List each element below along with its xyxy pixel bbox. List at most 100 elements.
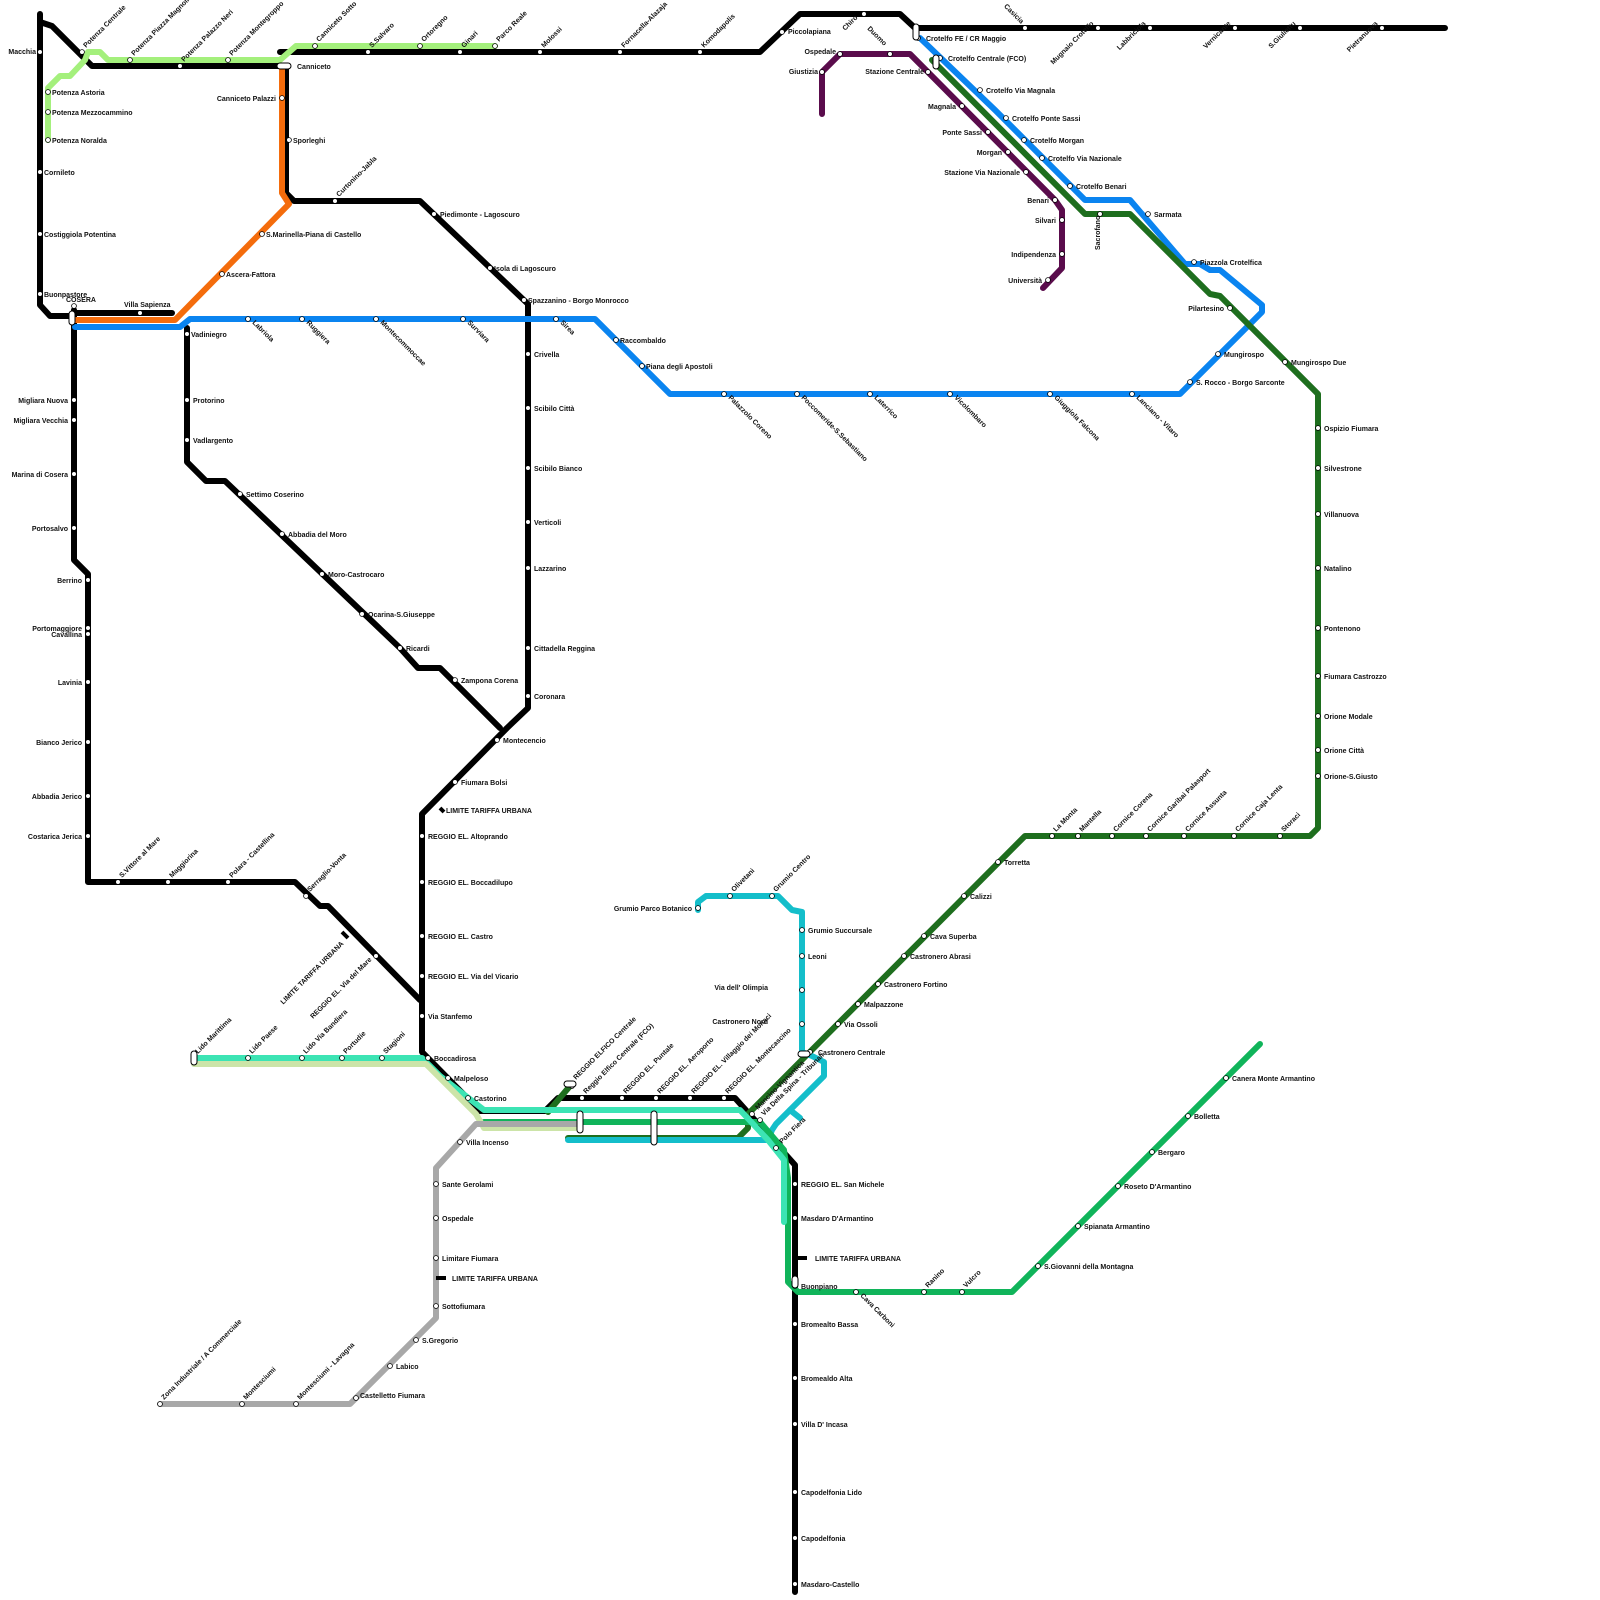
station-dot[interactable] <box>1129 391 1135 397</box>
station-dot[interactable] <box>460 316 466 322</box>
station-dot[interactable] <box>961 893 967 899</box>
station-dot[interactable] <box>445 1075 451 1081</box>
station-label[interactable]: Crotelfo Morgan <box>1030 138 1084 145</box>
station-label[interactable]: Montesciumi - Lavagna <box>296 1342 356 1402</box>
station-label[interactable]: Olivetani <box>730 868 756 894</box>
station-label[interactable]: Scibilo Città <box>534 406 575 413</box>
station-dot[interactable] <box>339 1055 345 1061</box>
station-dot[interactable] <box>45 137 51 143</box>
station-dot[interactable] <box>799 927 805 933</box>
station-label[interactable]: Crotelfo Centrale (FCO) <box>948 56 1026 63</box>
station-label[interactable]: REGGIO EL. Via del Vicario <box>428 974 518 981</box>
station-dot[interactable] <box>219 271 225 277</box>
interchange-marker[interactable] <box>68 310 76 326</box>
station-label[interactable]: Chiro <box>842 14 860 32</box>
station-label[interactable]: Ospedale <box>442 1216 474 1223</box>
station-label[interactable]: Bromealto Bassa <box>801 1322 858 1329</box>
station-label[interactable]: Sacrofano <box>1095 216 1102 250</box>
station-dot[interactable] <box>303 893 309 899</box>
station-dot[interactable] <box>757 1117 763 1123</box>
station-dot[interactable] <box>85 793 91 799</box>
station-label[interactable]: Roseto D'Armantino <box>1124 1184 1191 1191</box>
station-label[interactable]: Silvestrone <box>1324 466 1362 473</box>
station-label[interactable]: Natalino <box>1324 566 1352 573</box>
station-dot[interactable] <box>1315 625 1321 631</box>
station-dot[interactable] <box>452 677 458 683</box>
station-dot[interactable] <box>71 525 77 531</box>
station-dot[interactable] <box>1095 25 1101 31</box>
station-label[interactable]: Sirea <box>559 319 576 336</box>
station-dot[interactable] <box>525 465 531 471</box>
station-dot[interactable] <box>959 103 965 109</box>
station-dot[interactable] <box>1075 1223 1081 1229</box>
station-label[interactable]: Piccolapiana <box>788 29 831 36</box>
station-dot[interactable] <box>419 973 425 979</box>
station-dot[interactable] <box>792 1321 798 1327</box>
station-dot[interactable] <box>452 779 458 785</box>
station-dot[interactable] <box>157 1401 163 1407</box>
station-label[interactable]: Crotelfo Ponte Sassi <box>1012 116 1081 123</box>
station-label[interactable]: Zona Industriale / A Commerciale <box>160 1318 243 1401</box>
station-label[interactable]: Spazzanino - Borgo Monrocco <box>528 298 629 305</box>
station-dot[interactable] <box>985 129 991 135</box>
station-dot[interactable] <box>1023 169 1029 175</box>
station-label[interactable]: S.Vittore al Mare <box>118 836 162 880</box>
station-label[interactable]: Grumio Centro <box>772 854 812 894</box>
station-dot[interactable] <box>727 893 733 899</box>
station-label[interactable]: Orione Modale <box>1324 714 1373 721</box>
station-dot[interactable] <box>835 1021 841 1027</box>
station-dot[interactable] <box>1227 305 1233 311</box>
station-dot[interactable] <box>165 879 171 885</box>
station-dot[interactable] <box>525 693 531 699</box>
station-label[interactable]: Scibilo Bianco <box>534 466 582 473</box>
station-dot[interactable] <box>695 905 701 911</box>
interchange-marker[interactable] <box>650 1110 658 1146</box>
station-label[interactable]: Montecencio <box>503 738 546 745</box>
station-dot[interactable] <box>1315 713 1321 719</box>
station-label[interactable]: Bianco Jerico <box>36 740 82 747</box>
station-dot[interactable] <box>799 953 805 959</box>
station-label[interactable]: Crotelfo Via Nazionale <box>1048 156 1122 163</box>
station-label[interactable]: Giuggiola Falcona <box>1053 394 1101 442</box>
interchange-marker[interactable] <box>797 1050 811 1058</box>
station-dot[interactable] <box>85 625 91 631</box>
station-dot[interactable] <box>901 953 907 959</box>
station-label[interactable]: Mungirospo <box>1224 352 1264 359</box>
station-dot[interactable] <box>184 331 190 337</box>
station-dot[interactable] <box>319 571 325 577</box>
station-dot[interactable] <box>537 49 543 55</box>
station-label[interactable]: Komodapolis <box>700 13 736 49</box>
station-label[interactable]: Cornice Garibai Palasport <box>1146 767 1212 833</box>
station-dot[interactable] <box>1003 115 1009 121</box>
station-dot[interactable] <box>419 879 425 885</box>
station-label[interactable]: Limitare Fiumara <box>442 1256 499 1263</box>
station-label[interactable]: Ricardi <box>406 646 430 653</box>
station-label[interactable]: Bergaro <box>1158 1150 1185 1157</box>
station-label[interactable]: Zampona Corena <box>461 678 518 685</box>
station-dot[interactable] <box>977 87 983 93</box>
station-label[interactable]: Benari <box>1027 198 1049 205</box>
station-dot[interactable] <box>769 893 775 899</box>
station-dot[interactable] <box>487 265 493 271</box>
station-label[interactable]: Sante Gerolami <box>442 1182 493 1189</box>
station-dot[interactable] <box>792 1421 798 1427</box>
station-dot[interactable] <box>71 303 77 309</box>
station-dot[interactable] <box>792 1535 798 1541</box>
station-label[interactable]: Ponte Sassi <box>942 130 982 137</box>
station-label[interactable]: Serraglio-Vonta <box>306 852 348 894</box>
station-label[interactable]: Casicia <box>1002 3 1024 25</box>
station-dot[interactable] <box>184 437 190 443</box>
station-dot[interactable] <box>457 49 463 55</box>
station-dot[interactable] <box>85 833 91 839</box>
station-label[interactable]: Capodelfonia <box>801 1536 845 1543</box>
station-dot[interactable] <box>1187 379 1193 385</box>
interchange-marker[interactable] <box>276 62 292 70</box>
station-dot[interactable] <box>387 1363 393 1369</box>
station-label[interactable]: Piedimonte - Lagoscuro <box>440 212 520 219</box>
station-label[interactable]: Palazzolo Coreno <box>727 394 773 440</box>
station-label[interactable]: COSERA <box>66 297 96 304</box>
station-label[interactable]: Ocarina-S.Giuseppe <box>368 612 435 619</box>
station-dot[interactable] <box>433 1303 439 1309</box>
station-label[interactable]: Cornice Caja Lenta <box>1234 784 1284 834</box>
station-dot[interactable] <box>1147 25 1153 31</box>
